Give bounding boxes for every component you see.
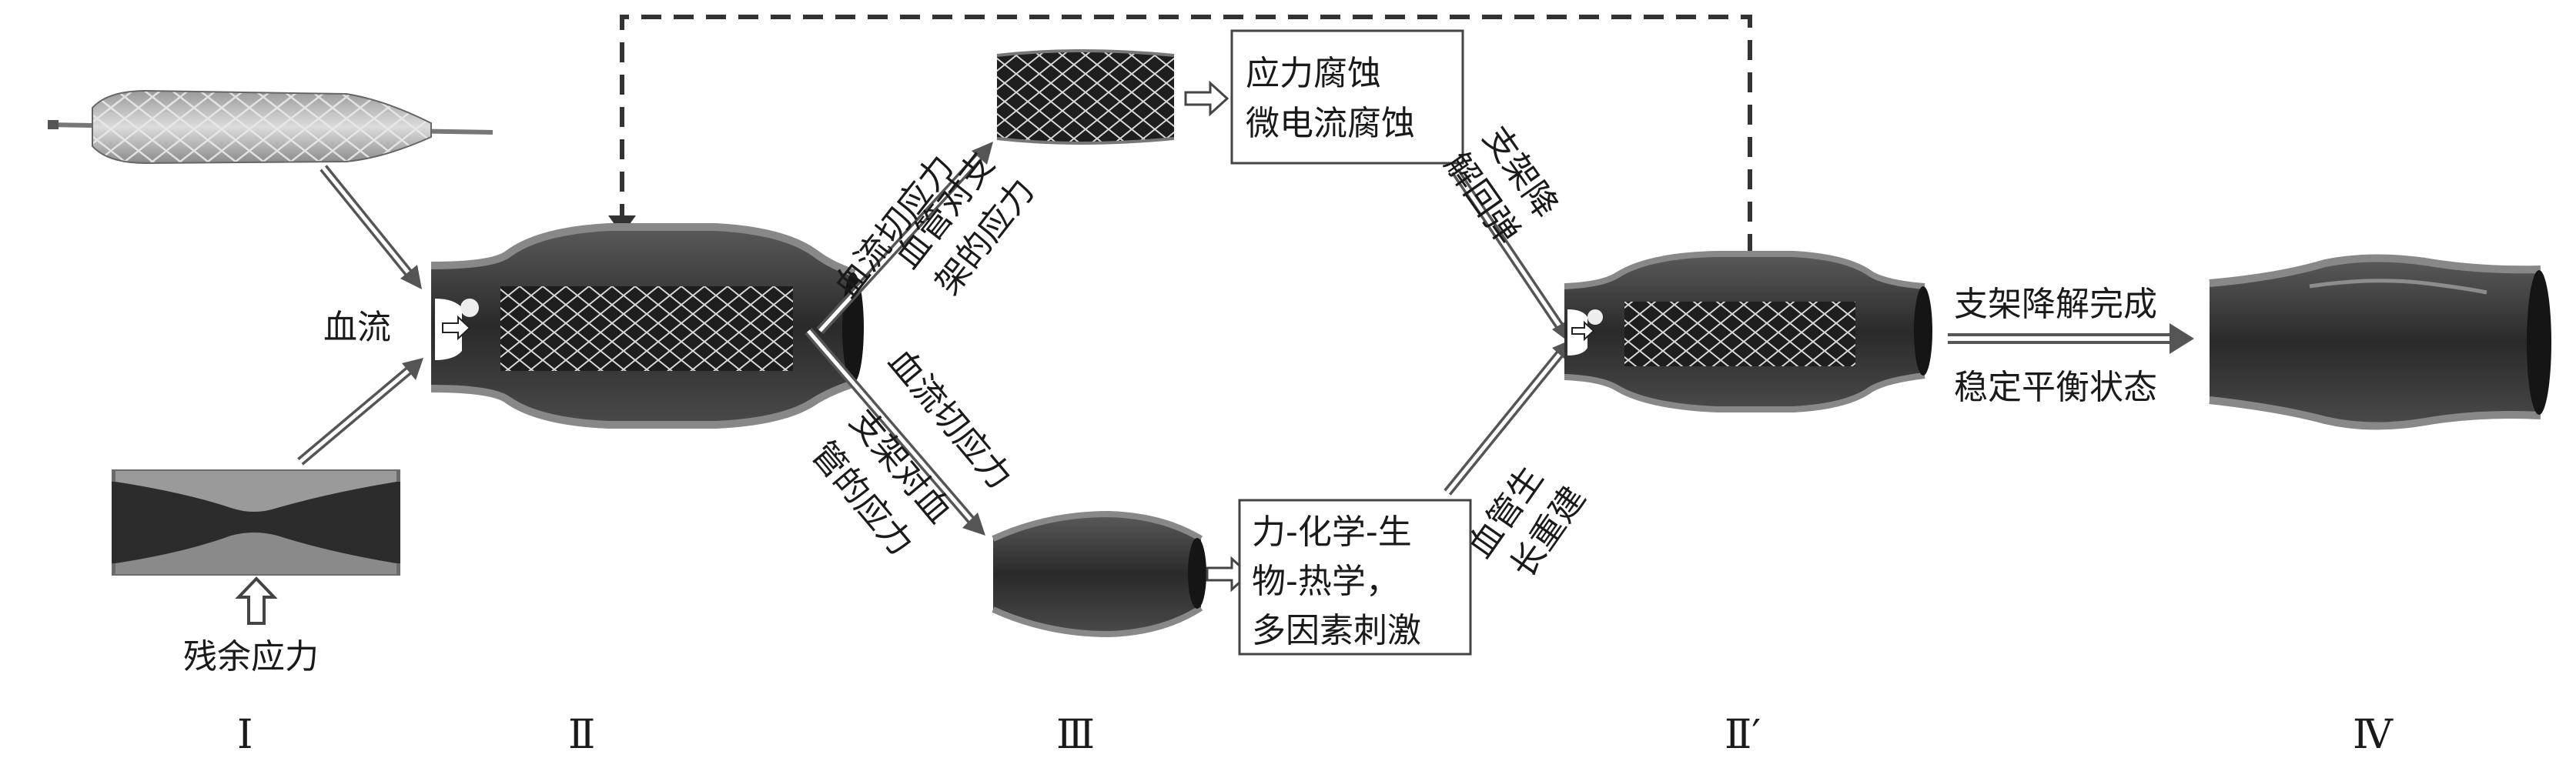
stenosed-vessel (112, 469, 400, 576)
arrow-stenosis-to-vessel (297, 358, 423, 466)
blood-flow-label: 血流 (323, 308, 391, 347)
final-vessel (2209, 254, 2551, 430)
vessel-with-stent (430, 223, 864, 429)
arrow-to-lower-vessel (805, 328, 985, 536)
corrosion-box-line2: 微电流腐蚀 (1246, 104, 1415, 143)
stable-equilibrium-label: 稳定平衡状态 (1954, 368, 2157, 407)
arrow-to-upper-stent (816, 142, 993, 335)
residual-stress-label: 残余应力 (183, 637, 319, 676)
feedback-dashed-line (620, 15, 1752, 254)
arrow-to-final-vessel (1948, 323, 2194, 354)
stent-on-catheter (47, 89, 493, 165)
degradation-complete-label: 支架降解完成 (1954, 285, 2157, 324)
multifactor-box: 力-化学-生 物-热学， 多因素刺激 (1238, 499, 1472, 656)
stage-label-1: Ⅰ (237, 712, 253, 758)
stage-label-2-prime: Ⅱ′ (1725, 712, 1761, 758)
arrow-multifactor-to-vessel (1444, 339, 1574, 496)
arrow-to-corrosion-box (1184, 80, 1229, 117)
stage-label-2: Ⅱ (568, 712, 595, 758)
multifactor-box-line1: 力-化学-生 (1252, 513, 1412, 552)
multifactor-box-line2: 物-热学， (1252, 562, 1400, 601)
stage-label-3: Ⅲ (1056, 712, 1095, 758)
remodeling-vessel (992, 510, 1206, 638)
arrow-stent-to-vessel (319, 165, 422, 289)
corrosion-box-line1: 应力腐蚀 (1246, 54, 1381, 93)
multifactor-box-line3: 多因素刺激 (1252, 611, 1421, 650)
degrading-stent (996, 49, 1175, 145)
stage-label-4: Ⅳ (2353, 712, 2394, 758)
residual-stress-arrow (235, 576, 278, 625)
corrosion-box: 应力腐蚀 微电流腐蚀 (1230, 29, 1464, 165)
vessel-with-degraded-stent (1564, 251, 1932, 412)
